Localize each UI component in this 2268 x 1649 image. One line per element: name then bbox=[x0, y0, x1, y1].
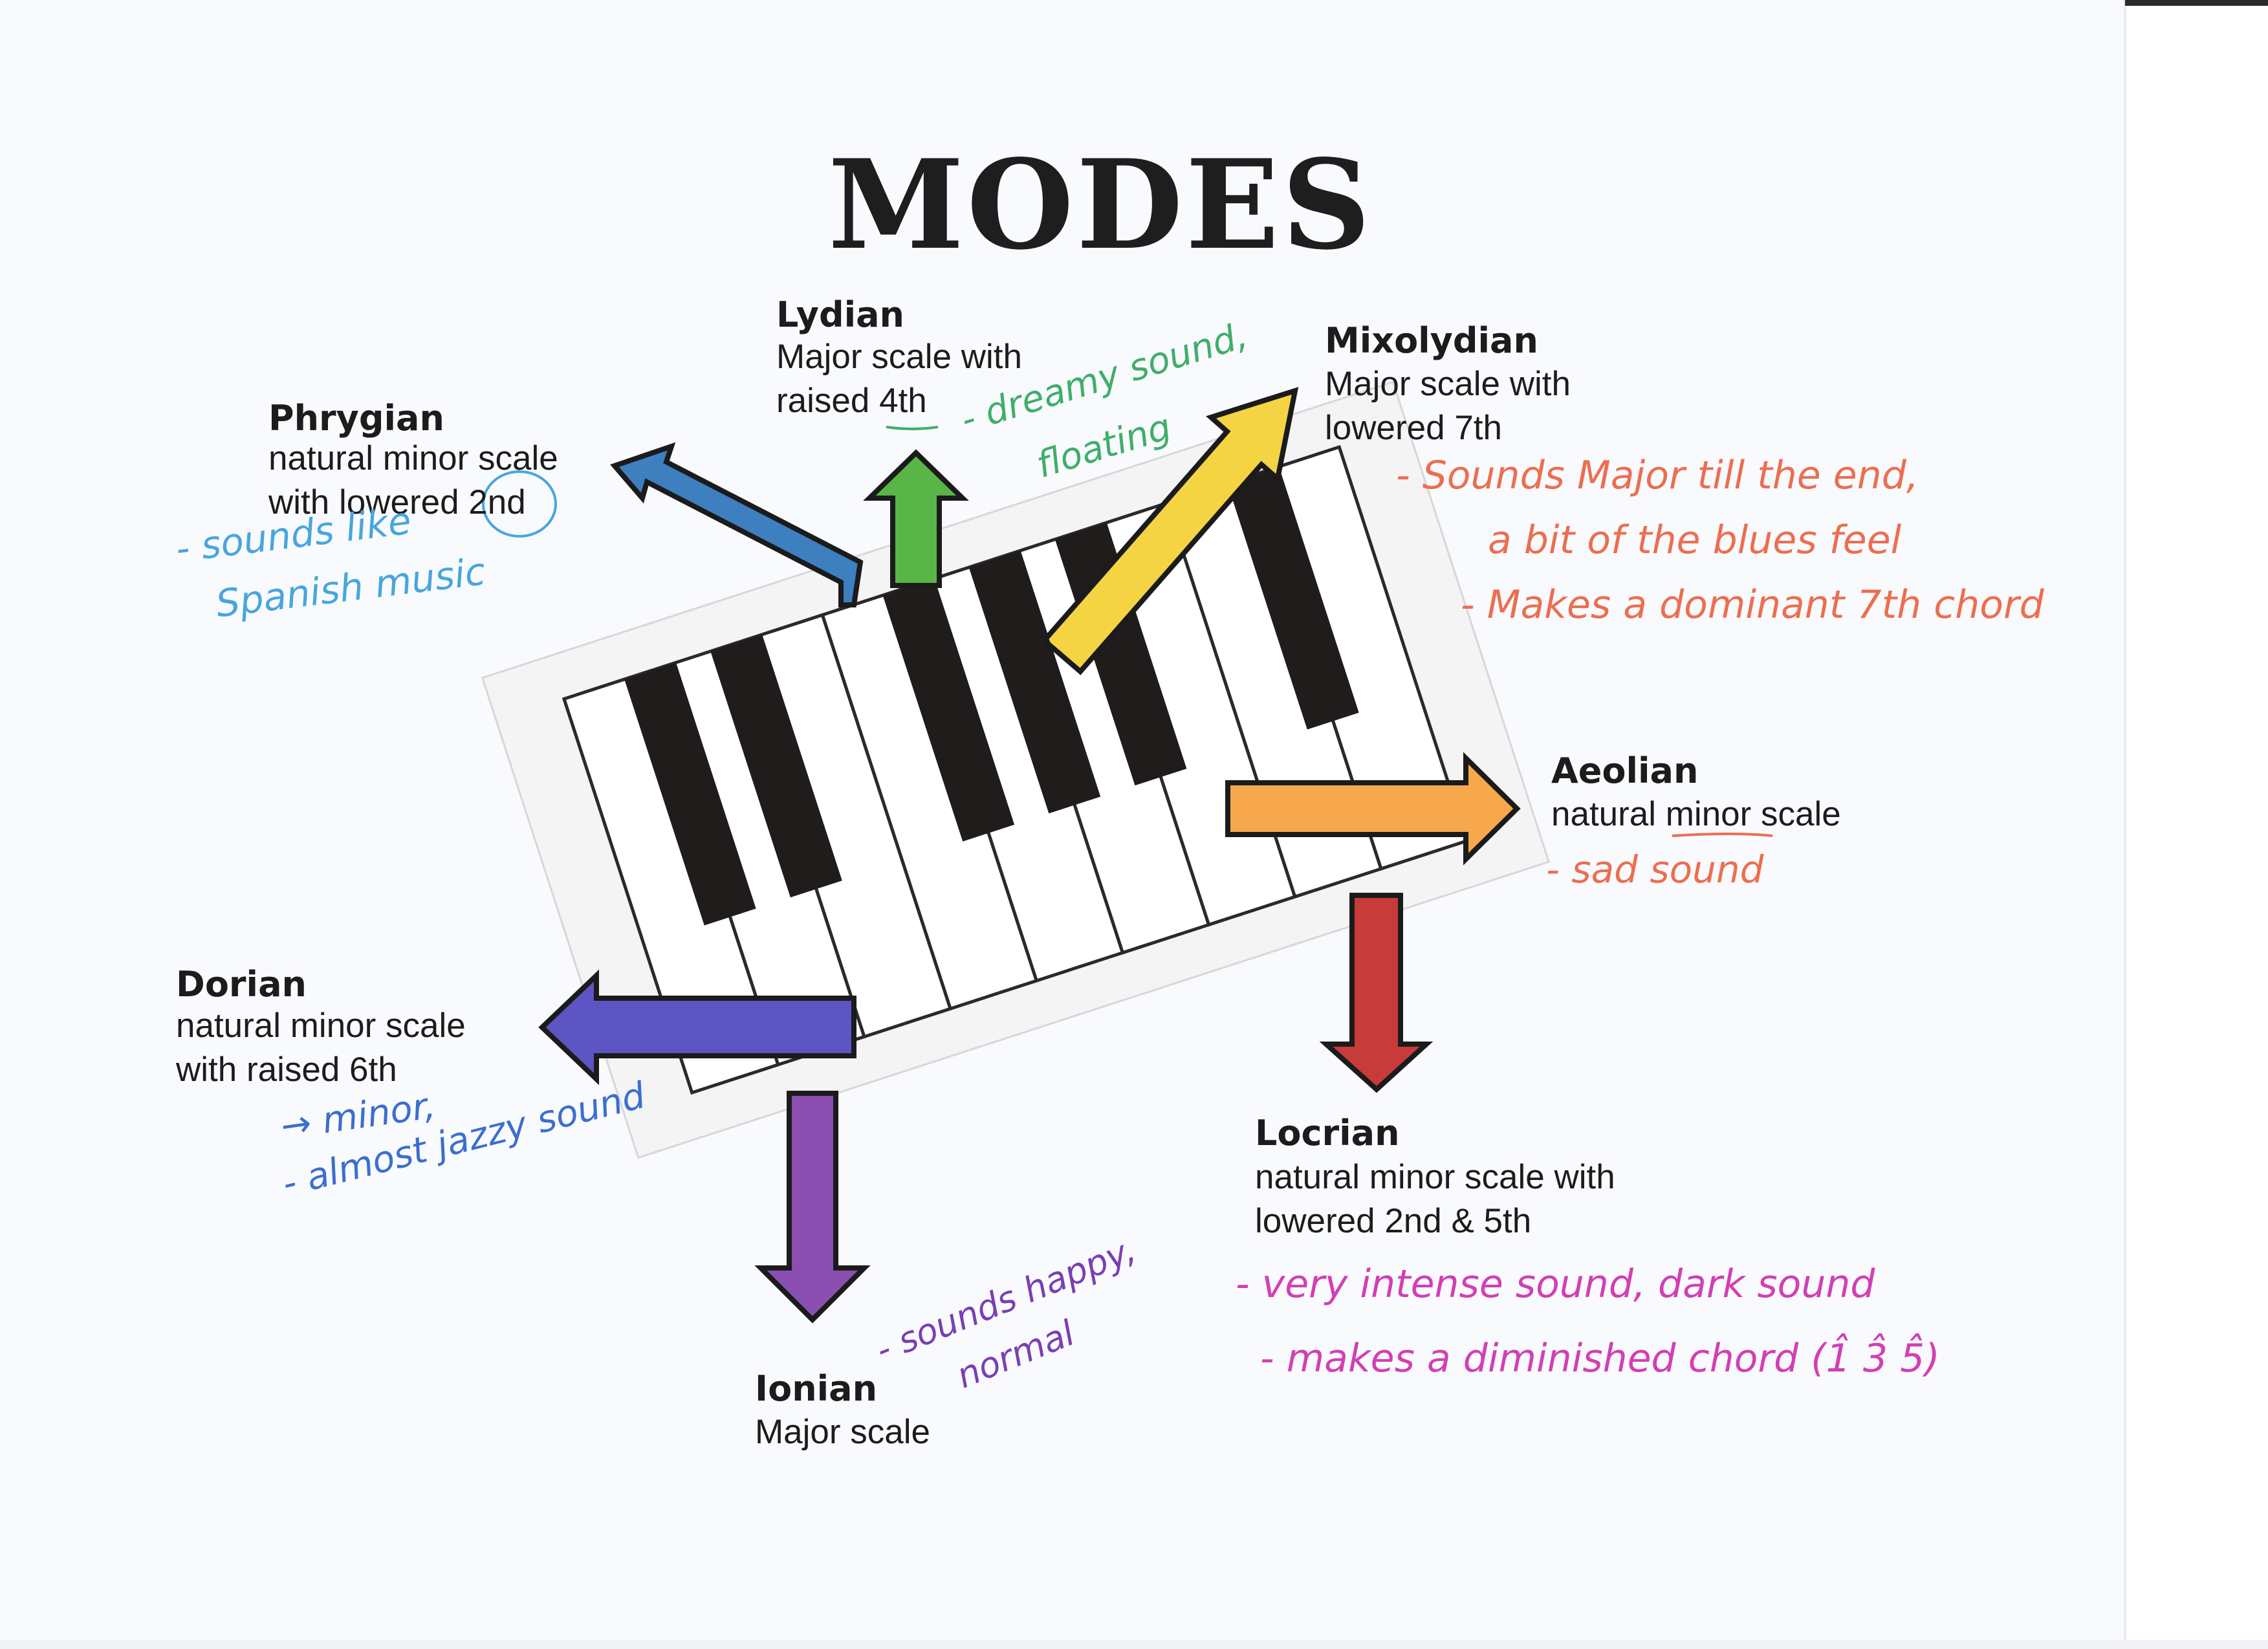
phrygian-name: Phrygian bbox=[268, 398, 444, 439]
locrian-name: Locrian bbox=[1255, 1113, 1400, 1153]
black-key bbox=[968, 551, 1101, 814]
underline-minor bbox=[1672, 833, 1773, 837]
mixolydian-name: Mixolydian bbox=[1325, 320, 1538, 361]
handwritten-marks bbox=[482, 426, 1773, 837]
ionian-desc-1: Major scale bbox=[755, 1413, 930, 1451]
phrygian-desc-2: with lowered 2nd bbox=[268, 483, 526, 521]
scan-margin bbox=[2125, 0, 2268, 1649]
black-key bbox=[1227, 466, 1359, 730]
ionian-arrow bbox=[754, 1091, 871, 1324]
aeolian-arrow bbox=[1225, 752, 1521, 866]
scan-bottom-edge bbox=[0, 1640, 2268, 1649]
page-title: MODES bbox=[828, 133, 1373, 277]
aeolian-note-1: - sad sound bbox=[1546, 847, 1764, 891]
locrian-desc-1: natural minor scale with bbox=[1255, 1158, 1615, 1196]
mixolydian-desc-2: lowered 7th bbox=[1325, 409, 1503, 447]
scan-corner bbox=[2125, 0, 2268, 6]
phrygian-arrow bbox=[610, 442, 864, 607]
ionian-name: Ionian bbox=[755, 1368, 878, 1409]
mode-arrows bbox=[538, 387, 1521, 1324]
scan-margin-line bbox=[2124, 0, 2126, 1649]
mixolydian-note-2: a bit of the blues feel bbox=[1488, 518, 1902, 563]
locrian-note-2: - makes a diminished chord (1̂ 3̂ 5̂) bbox=[1260, 1336, 1940, 1381]
underline-4th bbox=[886, 426, 939, 430]
aeolian-name: Aeolian bbox=[1551, 750, 1699, 791]
black-key bbox=[882, 578, 1015, 842]
aeolian-desc-1: natural minor scale bbox=[1551, 795, 1841, 833]
black-key bbox=[710, 634, 842, 898]
dorian-desc-2: with raised 6th bbox=[176, 1051, 397, 1089]
modes-diagram bbox=[481, 380, 1773, 1324]
mixolydian-desc-1: Major scale with bbox=[1325, 365, 1571, 403]
lydian-name: Lydian bbox=[776, 294, 904, 335]
lydian-desc-2: raised 4th bbox=[776, 382, 927, 420]
locrian-note-1: - very intense sound, dark sound bbox=[1236, 1261, 1875, 1307]
dorian-desc-1: natural minor scale bbox=[176, 1007, 466, 1045]
mixolydian-note-3: - Makes a dominant 7th chord bbox=[1461, 582, 2044, 628]
phrygian-desc-1: natural minor scale bbox=[268, 439, 558, 477]
lydian-arrow bbox=[863, 449, 969, 588]
dorian-arrow bbox=[538, 969, 856, 1086]
mixolydian-arrow bbox=[1043, 387, 1299, 675]
mixolydian-note-1: - Sounds Major till the end, bbox=[1396, 453, 1919, 498]
locrian-desc-2: lowered 2nd & 5th bbox=[1255, 1202, 1532, 1240]
circle-around-2nd bbox=[482, 470, 557, 538]
lydian-desc-1: Major scale with bbox=[776, 338, 1022, 376]
black-key bbox=[624, 662, 756, 926]
black-keys bbox=[624, 466, 1359, 926]
locrian-arrow bbox=[1319, 893, 1434, 1093]
dorian-name: Dorian bbox=[176, 964, 307, 1005]
